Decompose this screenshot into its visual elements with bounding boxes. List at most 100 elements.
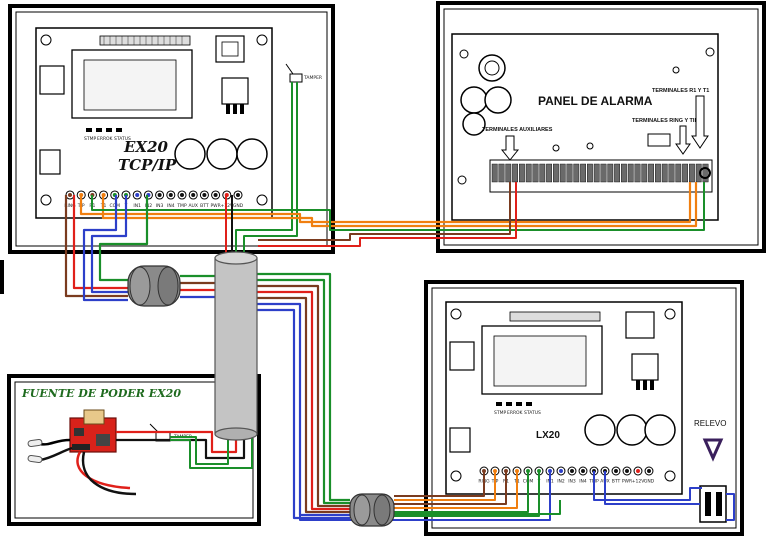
terminal-label: AUX <box>188 203 197 209</box>
terminal-label: IN3 <box>156 203 164 209</box>
terminal-label: IN4 <box>167 203 175 209</box>
lx20-status-labels: STMP ERR OK STATUS <box>494 410 541 416</box>
panel-terminal <box>648 163 655 183</box>
status-label: ERR <box>97 136 106 142</box>
ex20-enclosure-inner <box>15 11 328 247</box>
panel-terminal <box>525 163 532 183</box>
harness-1 <box>257 278 350 505</box>
terminal-wire-dot <box>625 469 629 473</box>
terminal-label: IN2 <box>557 479 565 485</box>
panel-terminal <box>539 163 546 183</box>
mount-hole-icon <box>450 308 462 320</box>
r1-wire-green <box>91 182 705 231</box>
panel-terminal <box>641 163 648 183</box>
alarm-panel-enclosure-inner <box>443 8 759 246</box>
tip-wire-orange <box>101 182 698 228</box>
relay-body <box>699 485 727 523</box>
left-conduit-sleeve <box>127 265 181 307</box>
terminal-label: IN2 <box>145 203 153 209</box>
terminal-label: GND <box>644 479 655 485</box>
capacitor <box>462 112 486 136</box>
capacitor <box>484 86 512 114</box>
transformer-coil <box>478 54 506 82</box>
ethernet-port <box>215 35 245 63</box>
capacitor <box>236 138 268 170</box>
mount-hole-icon <box>40 34 52 46</box>
lx20-terminal-wire <box>394 471 518 509</box>
lx20-terminal-wire <box>394 471 485 497</box>
panel-terminal <box>498 163 505 183</box>
terminal-wire-dot <box>636 469 640 473</box>
mount-hole-icon <box>586 142 594 150</box>
alarm-panel-cabinet: PANEL DE ALARMA TERMINALES AUXILIARES TE… <box>436 1 766 253</box>
status-label: ERR <box>507 410 516 416</box>
tamper-wire-green <box>235 82 293 258</box>
harness-3 <box>257 290 350 511</box>
panel-terminal <box>668 163 675 183</box>
panel-terminal <box>675 163 682 183</box>
terminal-wire-dot <box>570 469 574 473</box>
panel-terminal <box>661 163 668 183</box>
capacitor <box>460 86 488 114</box>
bottom-conduit-sleeve <box>349 493 395 527</box>
terminal-label: +12V <box>221 203 234 209</box>
ex20-status-labels: STMP ERR OK STATUS <box>84 136 131 142</box>
mount-hole-icon <box>664 470 676 482</box>
panel-terminal <box>566 163 573 183</box>
harness-blue-return <box>299 314 394 521</box>
terminal-wire-dot <box>235 192 241 198</box>
vertical-conduit <box>214 251 258 441</box>
terminal-label: GND <box>233 203 244 209</box>
ethernet-port <box>625 311 655 339</box>
harness-4 <box>257 296 350 514</box>
panel-terminal <box>512 163 519 183</box>
ex20-subtitle: TCP/IP <box>118 156 177 174</box>
terminal-wire-dot <box>179 192 185 198</box>
harness-blue <box>90 195 128 294</box>
voltage-regulator <box>631 353 659 381</box>
terminal-label: IN4 <box>579 479 587 485</box>
lx20-in-wire-green <box>394 500 561 515</box>
down-arrow-icon <box>675 125 691 155</box>
panel-terminal <box>614 163 621 183</box>
status-label: STMP <box>494 410 506 416</box>
harness-green <box>98 195 149 282</box>
panel-terminal <box>553 163 559 183</box>
down-arrow-icon <box>702 438 724 462</box>
pin-header <box>99 35 191 46</box>
terminal-label: COM <box>110 203 121 209</box>
capacitor <box>644 414 676 446</box>
side-connector <box>39 149 61 175</box>
capacitor <box>616 414 648 446</box>
terminal-wire-dot <box>614 469 618 473</box>
panel-terminal <box>546 163 553 183</box>
panel-terminal <box>695 163 702 183</box>
harness-2 <box>257 284 350 508</box>
panel-terminal <box>682 163 689 183</box>
harness-6 <box>257 308 350 520</box>
relay-label: RELEVO <box>694 419 726 428</box>
wire-harness <box>64 82 735 521</box>
terminal-label: BTT <box>612 479 621 485</box>
tamper-label: TAMPER <box>303 75 322 81</box>
ring-tip-terminals-label: TERMINALES RING Y TIP <box>632 118 698 124</box>
module-chip <box>83 59 177 111</box>
mount-hole-icon <box>672 66 680 74</box>
terminal-wire-dot <box>168 192 173 198</box>
status-label: OK <box>106 136 114 142</box>
lx20-title: LX20 <box>536 430 560 441</box>
alarm-panel-terminal-strip <box>489 159 713 193</box>
harness-blue <box>82 195 128 302</box>
psu-wire-red <box>116 430 238 454</box>
terminal-wire-dot <box>202 192 207 198</box>
power-jack <box>449 341 475 371</box>
panel-terminal <box>580 163 587 183</box>
panel-terminal <box>593 163 600 183</box>
panel-terminal <box>627 163 634 183</box>
panel-terminal <box>491 163 498 183</box>
mount-hole-icon <box>459 49 469 59</box>
panel-terminal <box>519 163 525 183</box>
panel-terminal <box>505 163 512 183</box>
